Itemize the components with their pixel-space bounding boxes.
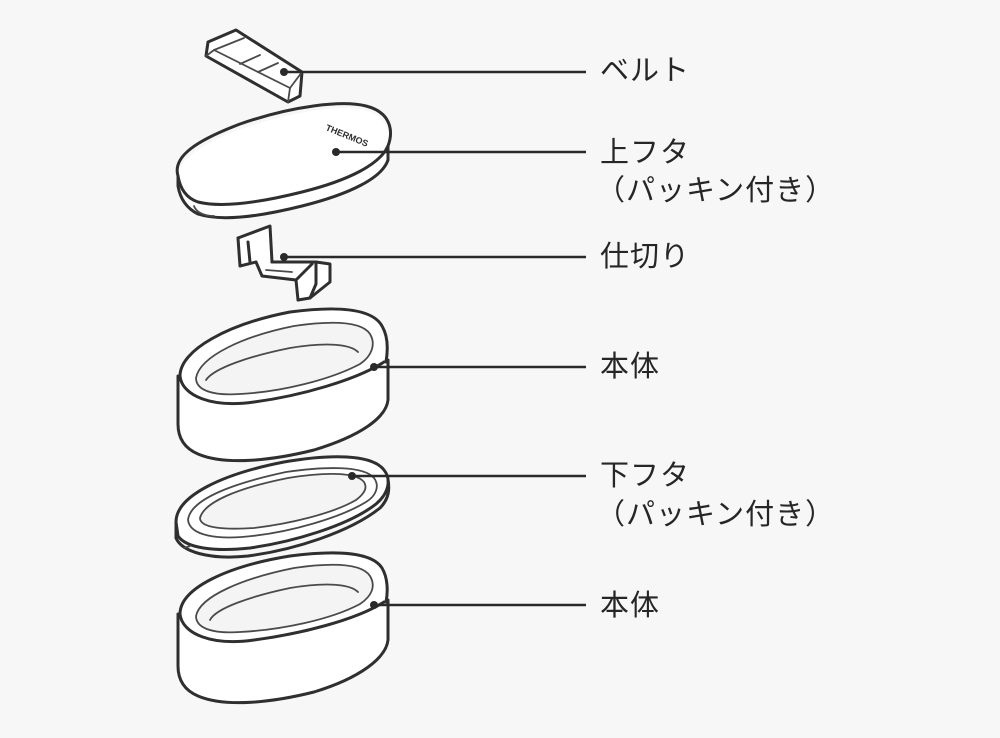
leader-dot-upper-body bbox=[370, 363, 378, 371]
label-bottom-lid: 下フタ bbox=[600, 458, 691, 492]
leader-dot-bottom-lid bbox=[348, 472, 356, 480]
belt-part bbox=[204, 28, 304, 104]
bottom-lid-part bbox=[174, 455, 391, 559]
upper-body-part bbox=[176, 307, 390, 463]
leader-dot-top-lid bbox=[332, 148, 340, 156]
leader-lines bbox=[280, 68, 586, 609]
top-lid-part: THERMOS bbox=[175, 102, 392, 220]
leader-dot-lower-body bbox=[370, 601, 378, 609]
label-top-lid-packing: （パッキン付き） bbox=[596, 173, 836, 207]
label-belt: ベルト bbox=[600, 53, 691, 87]
label-bottom-lid-packing: （パッキン付き） bbox=[596, 497, 836, 531]
leader-dot-belt bbox=[280, 68, 288, 76]
label-top-lid: 上フタ bbox=[600, 135, 691, 169]
lower-body-part bbox=[176, 551, 390, 705]
divider-part bbox=[236, 224, 332, 302]
leader-dot-divider bbox=[280, 253, 288, 261]
label-lower-body: 本体 bbox=[600, 588, 661, 622]
label-divider: 仕切り bbox=[600, 239, 691, 273]
label-upper-body: 本体 bbox=[600, 349, 661, 383]
